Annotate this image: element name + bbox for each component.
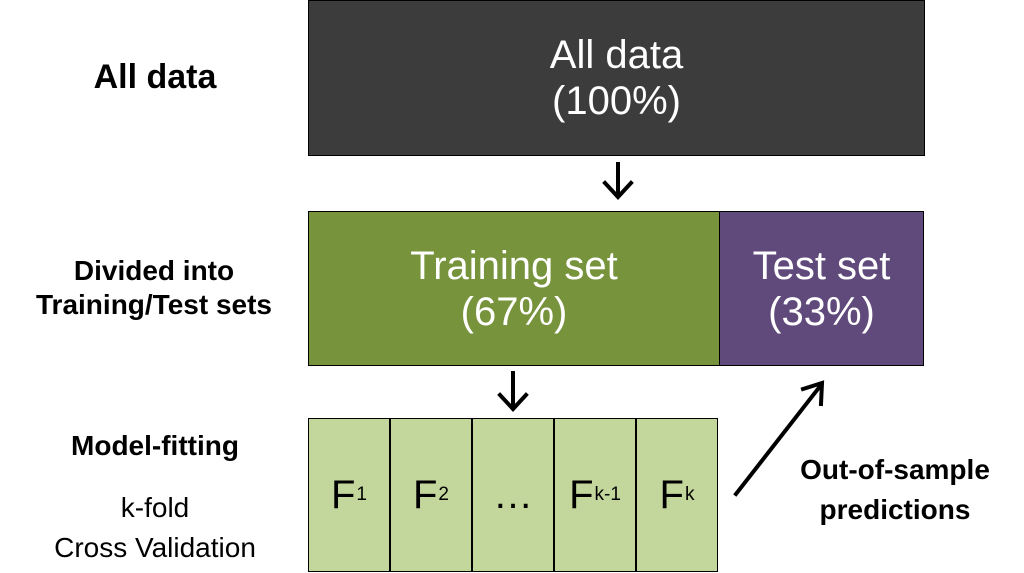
fold-k-minus-1-main: F [569, 472, 594, 517]
label-oos-line1: Out-of-sample [800, 454, 990, 485]
label-all-data: All data [93, 58, 217, 96]
all-data-percent: (100%) [552, 79, 681, 123]
test-set-box: Test set (33%) [719, 211, 924, 366]
label-divided-line1: Divided into [73, 255, 235, 286]
fold-2-main: F [412, 472, 438, 517]
fold-1-sub: 1 [356, 484, 367, 505]
fold-2-sub: 2 [438, 484, 449, 505]
fold-ellipsis-main: … [493, 472, 533, 517]
label-model-fitting: Model-fitting [71, 430, 239, 461]
fold-1-main: F [330, 472, 356, 517]
test-set-title: Test set [752, 243, 891, 288]
label-divided: Divided into Training/Test sets [0, 254, 308, 322]
arrow-down-icon-2 [497, 371, 529, 412]
label-out-of-sample: Out-of-sample predictions [770, 450, 1020, 530]
training-set-percent: (67%) [460, 289, 568, 334]
training-set-title: Training set [410, 243, 618, 288]
fold-k-sub: k [684, 484, 695, 505]
all-data-title: All data [549, 33, 684, 77]
label-kfold-line1: k-fold [120, 492, 190, 523]
fold-k-minus-1-sub: k-1 [594, 484, 621, 505]
fold-ellipsis: … [472, 418, 554, 572]
label-divided-line2: Training/Test sets [36, 289, 272, 320]
all-data-box: All data (100%) [308, 0, 925, 156]
test-set-percent: (33%) [768, 289, 875, 334]
label-kfold: k-fold Cross Validation [10, 488, 300, 568]
label-oos-line2: predictions [819, 494, 971, 525]
fold-k-main: F [659, 472, 684, 517]
label-kfold-line2: Cross Validation [54, 532, 256, 563]
training-set-box: Training set (67%) [308, 211, 720, 366]
arrow-down-icon-1 [602, 162, 634, 200]
arrow-diagonal-icon [733, 380, 825, 497]
